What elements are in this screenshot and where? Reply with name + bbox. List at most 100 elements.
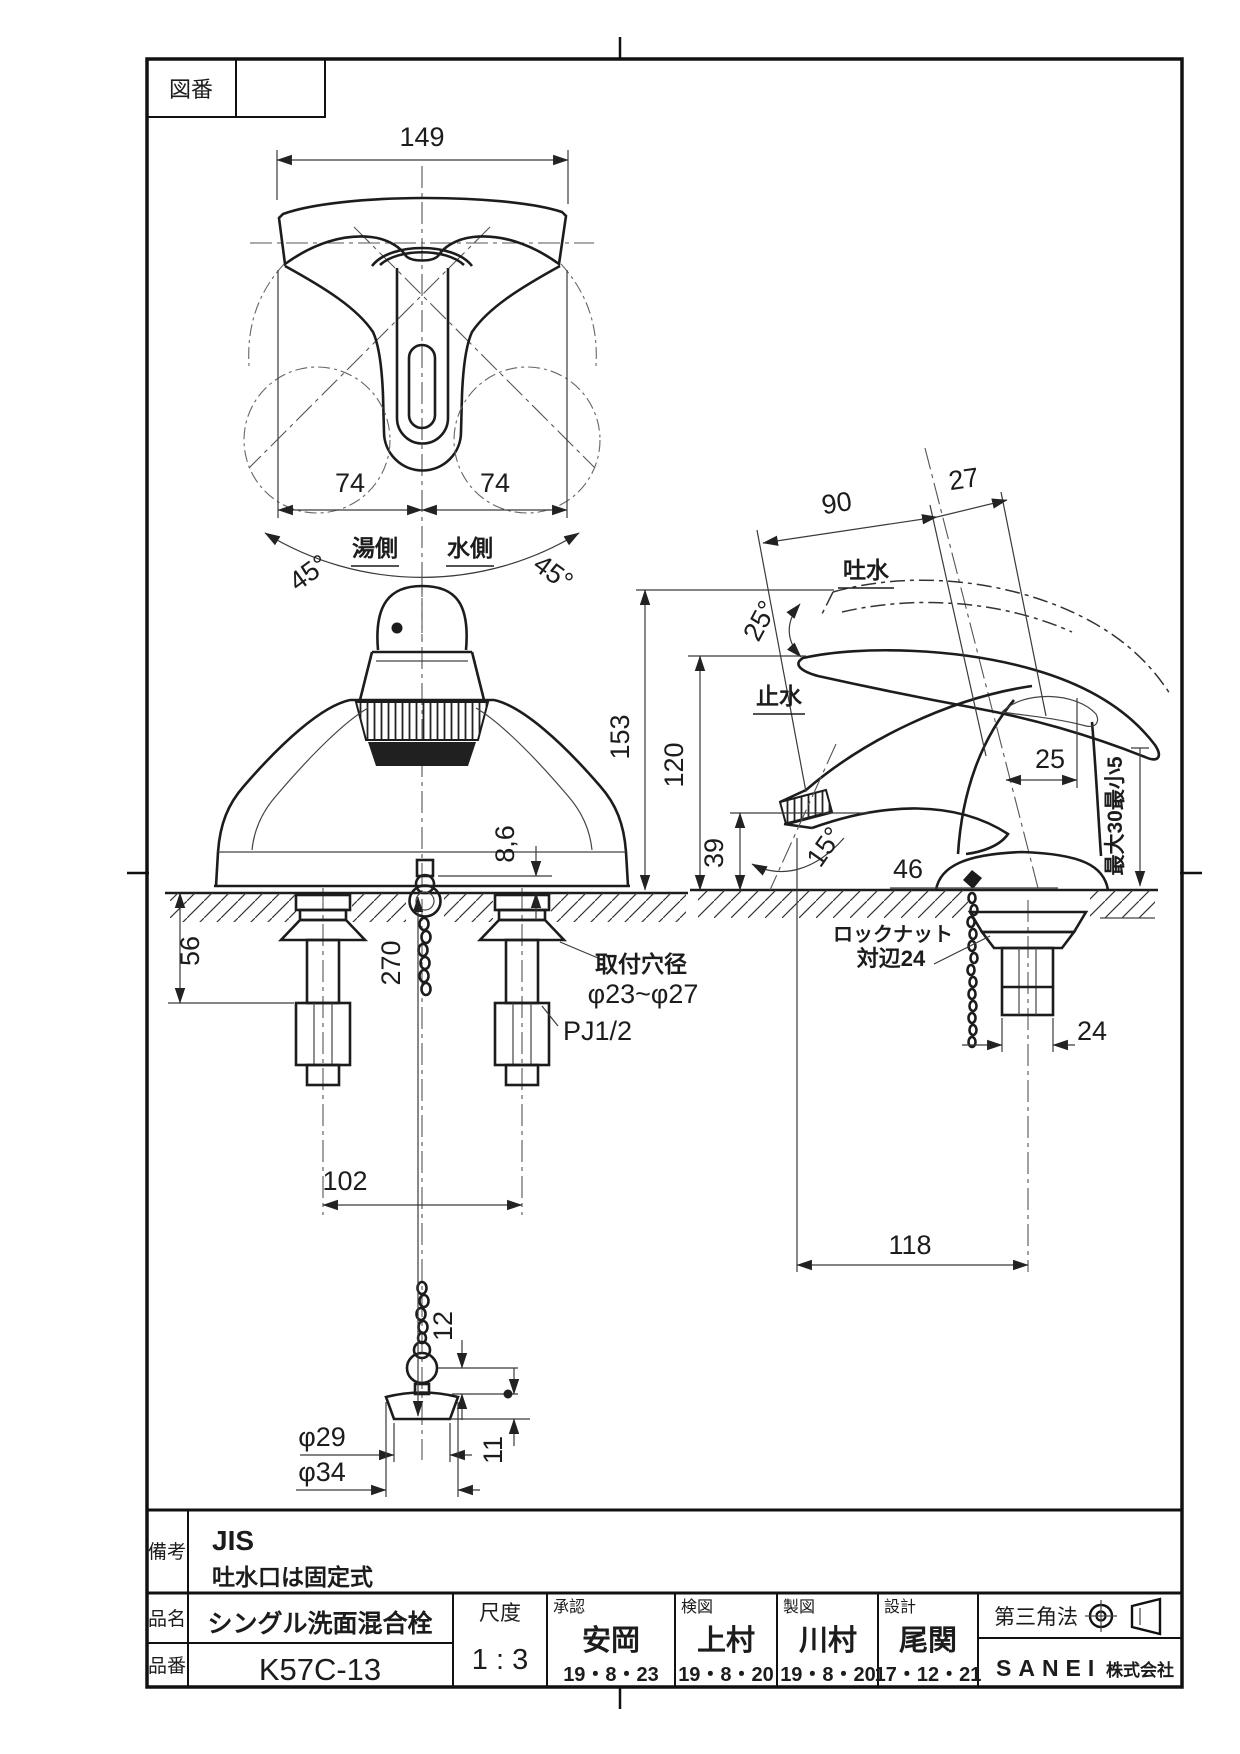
company-name: SANEI — [996, 1655, 1101, 1681]
scale-value: 1 : 3 — [472, 1644, 528, 1676]
title-block: 備考 JIS 吐水口は固定式 品名 シングル洗面混合栓 品番 K57C-13 尺… — [147, 1508, 1182, 1687]
dim-153: 153 — [605, 589, 834, 891]
check-name: 上村 — [697, 1624, 755, 1657]
dim-46: 46 — [890, 854, 1058, 889]
knob-outline — [376, 584, 468, 651]
drawing-number-box: 図番 — [146, 58, 326, 118]
deck-range-text: 最大30最小5 — [1104, 756, 1127, 875]
angle-45-left-text: 45° — [283, 549, 334, 597]
dim-phi34: φ34 — [296, 1402, 480, 1497]
set-screw-dot — [391, 622, 403, 634]
stem-right — [459, 264, 561, 433]
dim-102: 102 — [322, 1166, 523, 1211]
product-name-label: 品名 — [148, 1608, 186, 1630]
dim-deck-range: 最大30最小5 — [1104, 747, 1149, 887]
product-name: シングル洗面混合栓 — [207, 1609, 432, 1638]
company-suffix: 株式会社 — [1106, 1660, 1174, 1680]
hot-side-label: 湯側 — [352, 535, 398, 561]
dim-90-text: 90 — [820, 486, 854, 520]
body-left — [216, 698, 351, 853]
dim-120: 120 — [659, 655, 806, 891]
dim-25: 25 — [1005, 698, 1078, 788]
dim-74-right-text: 74 — [480, 468, 510, 498]
deck-hatch-4 — [551, 893, 686, 922]
product-no: K57C-13 — [259, 1652, 381, 1687]
deck-hatch-side-2 — [1090, 890, 1155, 918]
body-right — [493, 698, 628, 853]
diagonal-45-left — [248, 226, 491, 469]
design-label: 設計 — [884, 1598, 916, 1616]
dim-270: 270 — [376, 896, 424, 1417]
thread-note: PJ1/2 — [563, 1016, 632, 1046]
side-view: 90 27 吐水 止水 25° 153 120 — [605, 447, 1171, 1272]
stem-left — [284, 264, 386, 433]
approval-label: 承認 — [553, 1598, 585, 1616]
deck-hatch-1 — [170, 893, 296, 922]
hole-note-title: 取付穴径 — [595, 951, 687, 977]
dim-56: 56 — [168, 892, 294, 1004]
lever-grip-hole — [407, 343, 437, 430]
lever-stop-position — [797, 648, 1161, 761]
dim-74-left-text: 74 — [335, 468, 365, 498]
dim-39: 39 — [699, 812, 870, 891]
dim-phi34-text: φ34 — [298, 1457, 346, 1487]
dim-11-text: 11 — [478, 1436, 508, 1464]
dim-74-pair: 74 74 — [277, 270, 568, 518]
locknut-note: ロックナット 対辺24 — [833, 923, 991, 971]
lever-discharge-position — [832, 579, 1171, 695]
locknut-text-1: ロックナット — [833, 923, 953, 946]
third-angle-symbol-icon — [1085, 1597, 1162, 1636]
dim-12: 12 — [428, 1311, 518, 1420]
design-name: 尾関 — [899, 1625, 957, 1657]
product-no-label: 品番 — [148, 1655, 186, 1677]
dim-25-text: 25 — [1035, 744, 1065, 774]
remarks-line2: 吐水口は固定式 — [212, 1564, 373, 1590]
spout-dark-band — [368, 742, 476, 766]
side-base — [934, 850, 1110, 891]
approval-name: 安岡 — [582, 1624, 640, 1657]
dim-24-text: 24 — [1077, 1016, 1107, 1046]
dim-phi29: φ29 — [298, 1422, 472, 1462]
dim-56-text: 56 — [175, 936, 205, 966]
dim-12-text: 12 — [428, 1311, 458, 1341]
hole-note-dia: φ23~φ27 — [588, 979, 699, 1009]
cold-side-label: 水側 — [447, 535, 493, 561]
diagonal-45-right — [353, 226, 596, 469]
stem-u — [382, 431, 463, 472]
popup-ring-chain — [408, 858, 442, 997]
dim-27: 27 — [936, 462, 1008, 518]
pivot-axis — [924, 447, 1039, 889]
angle-25-text: 25° — [737, 596, 783, 646]
locknut-text-2: 対辺24 — [857, 946, 926, 971]
dim-39-text: 39 — [699, 838, 729, 868]
check-label: 検図 — [681, 1598, 713, 1616]
lever-inner — [395, 268, 450, 445]
draft-date: 19・8・20 — [780, 1664, 876, 1686]
stop-label: 止水 — [756, 683, 803, 709]
dim-120-text: 120 — [659, 742, 689, 787]
deck-hatch-2 — [352, 893, 406, 922]
approval-date: 19・8・23 — [563, 1664, 659, 1686]
check-date: 19・8・20 — [678, 1664, 774, 1686]
deck-hatch-side-1 — [698, 890, 968, 918]
spout-top — [805, 684, 1033, 791]
supply-leg-left — [277, 893, 369, 1087]
spout-bottom — [811, 807, 1010, 856]
projection-label: 第三角法 — [994, 1606, 1078, 1629]
side-chain — [966, 891, 979, 1049]
remarks-label: 備考 — [148, 1541, 186, 1563]
dim-90: 90 — [762, 486, 938, 546]
spout-knurl-band — [354, 701, 490, 741]
ghost-end-left — [248, 263, 285, 367]
front-view: 56 8,6 270 102 取付穴径 φ23~φ27 PJ1/2 — [165, 575, 698, 1497]
dim-27-text: 27 — [947, 462, 981, 496]
scale-label: 尺度 — [479, 1602, 521, 1625]
dim-8-6-text: 8,6 — [490, 825, 520, 863]
deck-hatch-3 — [444, 893, 493, 922]
sheet-frame — [127, 37, 1202, 1709]
dim-118: 118 — [796, 838, 1029, 1272]
design-date: 17・12・21 — [875, 1664, 982, 1686]
draft-label: 製図 — [783, 1598, 815, 1616]
